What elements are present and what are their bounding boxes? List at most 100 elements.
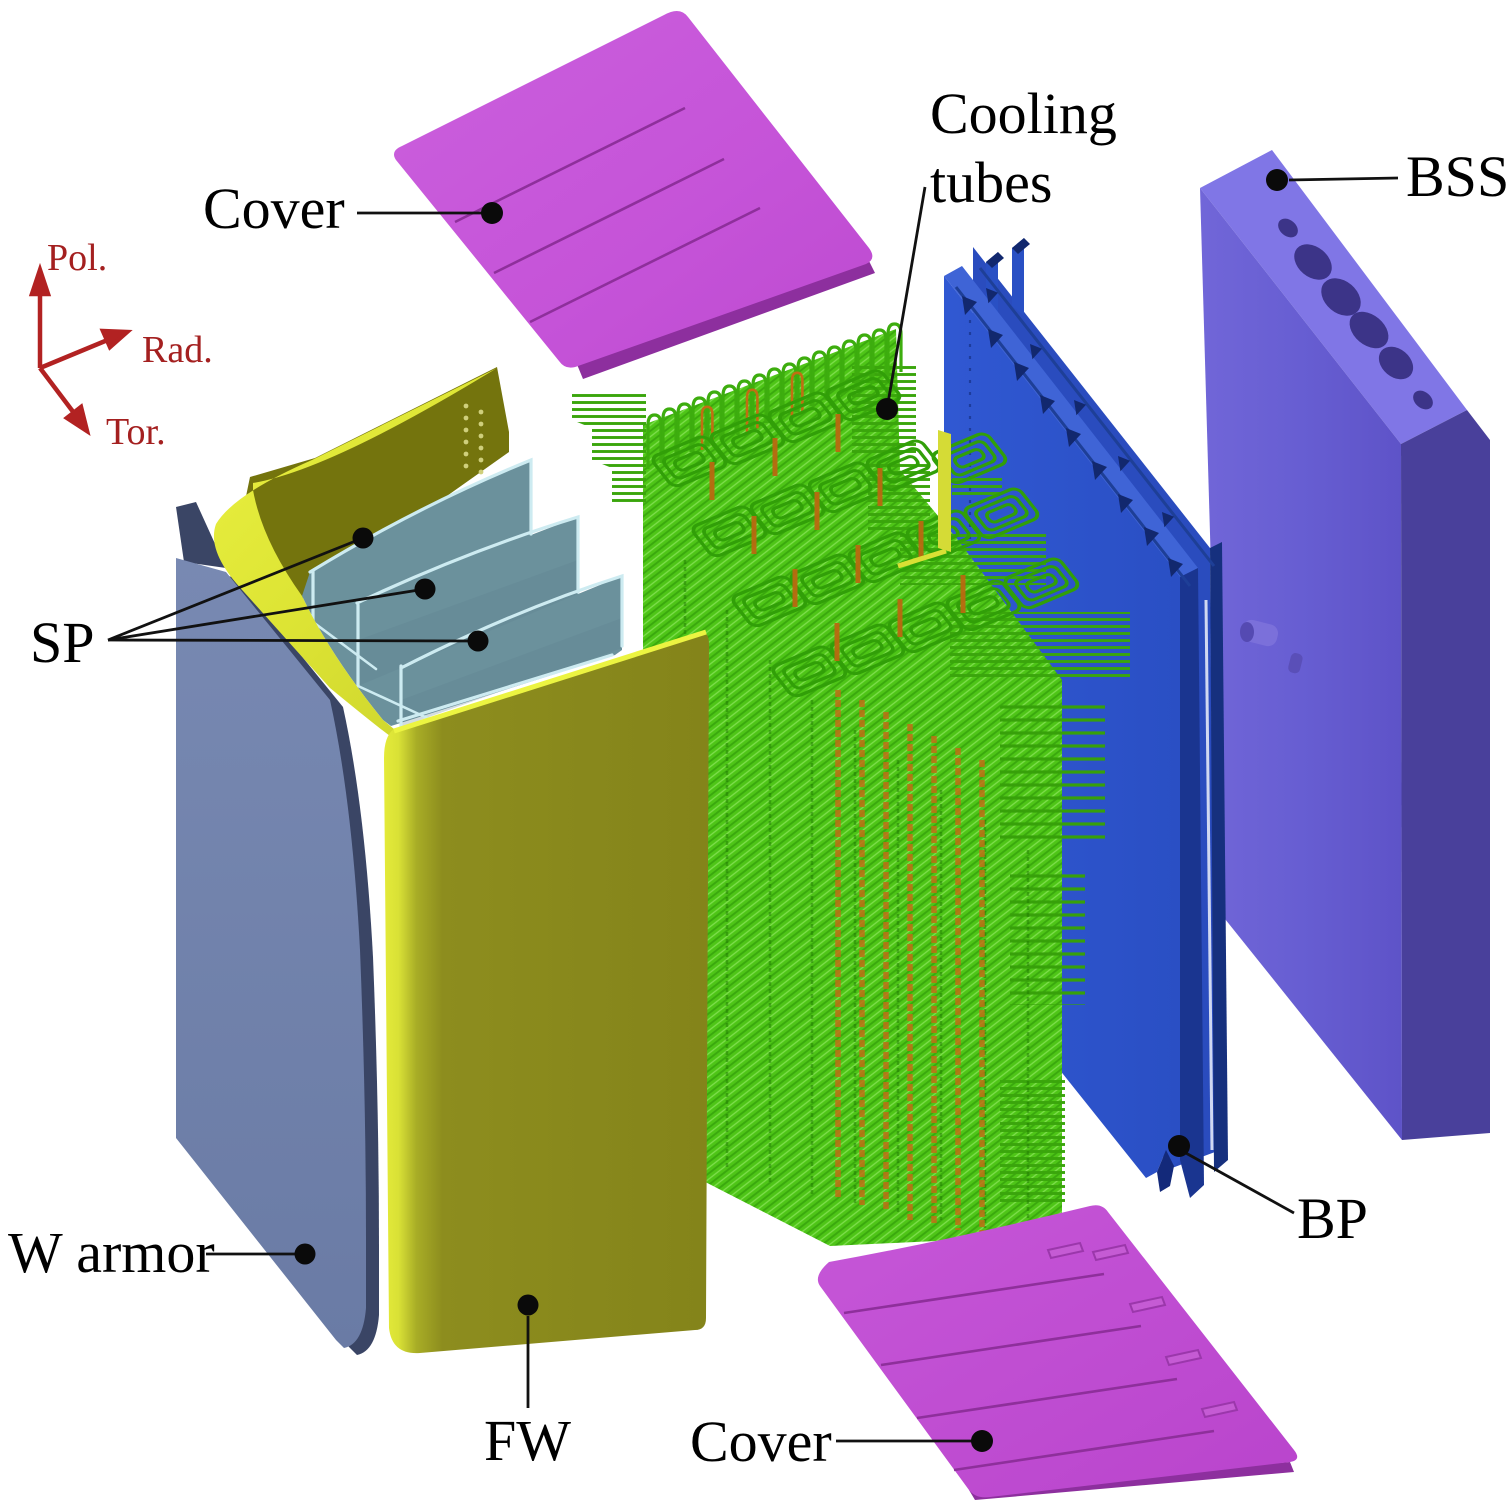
rad-axis-arrow [39,336,111,371]
cover-bottom-dot [971,1430,993,1452]
bp-label: BP [1297,1186,1368,1251]
fw-rim-band [213,368,497,736]
tubes-orange-columns [835,690,985,1235]
bss-holes [1278,218,1433,410]
fw-bolt-hole [478,421,484,427]
sp-edge-highlight [355,514,580,605]
sp-plates-teal-region [302,460,622,726]
sp-leader-3 [107,638,479,643]
annotations: Cover Cooling tubes BSS SP W armor FW Co… [8,81,1506,1474]
fw-bolt-hole [463,463,469,469]
fw-bolt-hole [463,403,469,409]
w-armor [176,502,379,1355]
tube-stub-row [1010,865,1085,1005]
tubes-left-stubs [572,393,646,505]
rad-arrowhead [99,328,133,351]
fw-bolt-hole [478,433,484,439]
bp-bottom-notch [1157,1150,1174,1192]
bss-leader [1288,176,1399,182]
bp-fin [986,252,1004,268]
sp-edge-highlight [311,620,378,671]
fw-label: FW [484,1408,571,1473]
bss-side-face [1401,410,1490,1140]
top-cover [394,10,875,379]
bp-plate-gap [1204,599,1214,1151]
fw-front-wall-top-edge [393,629,707,734]
bp-fin [1012,238,1030,254]
cover-slot [1164,1348,1203,1367]
tube-stub-row [572,393,646,505]
bp-strip-groove [978,267,1216,567]
tor-axis-arrow [38,366,76,415]
sp-leader-1 [107,536,364,642]
fw-back-wall-face [238,367,509,600]
cooling-tubes-leader [885,186,927,410]
fw-bolt-hole [463,439,469,445]
fw-bolt-hole [478,445,484,451]
w-armor-dot [294,1243,316,1265]
cooling-tubes-label-line2: tubes [930,150,1052,215]
rad-axis-label: Rad. [142,329,213,371]
bss-bosses [1240,619,1303,674]
w-armor-top-edge [176,502,226,568]
fw-front-wall [384,632,709,1354]
sp-edge-highlight [308,457,533,574]
bss-hole [1413,390,1433,410]
bss-hole [1378,346,1414,380]
fw-main [213,368,951,1354]
bss-boss-end [1240,622,1254,642]
bottom-cover-grooves [843,1272,1215,1472]
bss-hole [1349,311,1389,349]
cover-groove [880,1324,1142,1367]
bp-top-strip [944,266,1198,577]
sp-dot-1 [352,527,374,549]
tubes-orange-short [709,414,966,661]
cooling-tubes [572,322,1130,1246]
fw-far-end-edge [938,430,951,552]
cover-slot [1128,1295,1167,1314]
tor-arrowhead [63,403,91,437]
sp-edge-highlight [399,573,624,670]
sp-edge-highlight [396,653,614,723]
cover-top-label: Cover [203,176,345,241]
top-cover-face [394,10,873,368]
cover-slot [1200,1400,1239,1419]
bottom-cover-thickness-edge [969,1462,1294,1500]
sp-plates [302,457,624,729]
bp-dot [1168,1135,1190,1157]
sp-label: SP [30,610,95,675]
fw-bolt-hole [463,415,469,421]
sp-dot-2 [414,578,436,600]
bp-back-plate-side [1210,542,1228,1172]
fw-bolt-hole [478,457,484,463]
sp-dot-3 [467,630,489,652]
w-armor-label: W armor [8,1220,215,1285]
tube-stub-row [952,474,1002,498]
cover-groove [493,157,725,275]
sp-shade-1 [358,560,578,686]
cover-groove [953,1429,1215,1472]
tube-stub-row [1000,700,1105,848]
cover-groove [916,1377,1178,1420]
bp-side-strip [1180,568,1204,1198]
pol-axis-label: Pol. [47,237,107,279]
axes-indicator: Pol. Rad. Tor. [28,237,213,453]
pol-arrowhead [28,262,52,297]
cooling-tubes-label-line1: Cooling [930,81,1117,146]
cover-groove [843,1272,1105,1315]
bss-boss [1288,653,1303,674]
bss [1200,150,1490,1140]
sp-leader-2 [107,587,426,642]
bottom-cover [817,1205,1298,1500]
fw-bolt-hole [463,451,469,457]
top-cover-thickness-edge [576,259,875,379]
sp-shade-2 [401,618,622,727]
cover-slot [1046,1241,1085,1260]
fw-bolt-hole [478,409,484,415]
bss-hole [1278,218,1298,238]
fw-far-top-edge [897,548,947,569]
labels: Cover Cooling tubes BSS SP W armor FW Co… [8,81,1506,1474]
bss-hole [1321,278,1361,316]
fw-bolt-hole [463,427,469,433]
